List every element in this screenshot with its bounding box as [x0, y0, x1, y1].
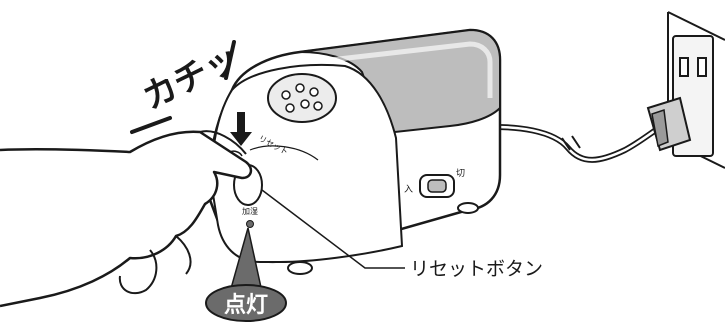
device-lamp-marking: 加湿 [242, 206, 258, 216]
humidify-lamp [246, 220, 254, 228]
arrow-down-icon [230, 112, 252, 146]
switch-on-mark: 入 [404, 184, 413, 195]
power-cord [469, 123, 664, 163]
control-panel-dots [281, 83, 323, 113]
humidifier-device: 入 切 リセット 加湿 [207, 28, 502, 275]
foot-front [287, 261, 313, 275]
hand-pressing-reset [0, 130, 253, 308]
power-plug [646, 96, 692, 152]
foot-back [457, 202, 479, 214]
control-panel [267, 73, 337, 123]
power-switch[interactable] [419, 174, 455, 198]
switch-off-mark: 切 [456, 168, 465, 179]
lamp-on-text: 点灯 [224, 292, 268, 318]
reset-button-callout: リセットボタン [261, 189, 543, 280]
reset-button-label: リセットボタン [410, 258, 543, 280]
lamp-on-badge: 点灯 [205, 227, 287, 322]
